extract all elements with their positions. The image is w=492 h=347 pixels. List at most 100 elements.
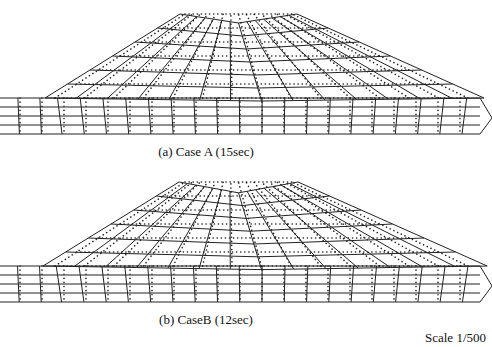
deformed-mesh-line (247, 191, 294, 269)
deformed-ground-line (18, 266, 20, 302)
initial-ground-line (129, 266, 131, 302)
figure-caption: (b) CaseB (12sec) (159, 313, 253, 326)
initial-ground-line (107, 98, 109, 134)
deformed-ground-line (462, 266, 468, 302)
initial-ground-line (217, 98, 219, 134)
deformed-mesh-line (45, 98, 484, 101)
deformed-mesh-line (290, 184, 456, 267)
deformed-mesh-line (107, 17, 197, 99)
mesh-case-a (0, 14, 492, 134)
deformed-ground-line (126, 98, 129, 134)
initial-ground-line (459, 98, 461, 134)
deformed-ground-line (239, 266, 241, 302)
deformed-ground-line (262, 98, 263, 134)
deformed-mesh-line (180, 14, 297, 23)
initial-ground-line (393, 98, 395, 134)
ground-end (480, 266, 492, 302)
initial-ground-line (239, 98, 241, 134)
deformed-ground-line (462, 98, 467, 134)
initial-ground-line (305, 98, 307, 134)
initial-ground-line (415, 98, 417, 134)
deformed-mesh-line (169, 19, 214, 100)
initial-ground-line (261, 266, 263, 302)
deformed-ground-line (440, 266, 445, 302)
initial-ground-line (393, 266, 395, 302)
initial-mesh-line (231, 182, 232, 266)
deformed-mesh-line (43, 182, 179, 266)
scale-note: Scale 1/500 (425, 331, 486, 344)
initial-ground-line (437, 98, 439, 134)
deformed-ground-line (216, 266, 217, 302)
initial-ground-line (151, 266, 153, 302)
deformed-mesh-line (298, 182, 487, 266)
deformed-mesh-line (239, 193, 262, 270)
initial-mesh-line (77, 251, 439, 253)
deformed-mesh-line (168, 188, 213, 268)
initial-ground-line (349, 98, 351, 134)
initial-ground-line (173, 98, 175, 134)
ground-end (480, 98, 492, 134)
initial-ground-line (173, 266, 175, 302)
initial-ground-line (85, 266, 87, 302)
deformed-mesh-line (297, 14, 484, 98)
deformed-ground-line (171, 266, 173, 302)
deformed-mesh-line (230, 22, 232, 101)
deformed-ground-line (395, 98, 398, 134)
deformed-ground-line (351, 266, 354, 302)
initial-ground-line (217, 266, 219, 302)
deformed-mesh-line (200, 20, 222, 100)
initial-ground-line (349, 266, 351, 302)
deformed-ground-line (217, 98, 218, 134)
initial-ground-line (63, 98, 65, 134)
initial-ground-line (151, 98, 153, 134)
initial-ground-line (195, 266, 197, 302)
deformed-mesh-line (247, 22, 293, 101)
deformed-ground-line (193, 266, 195, 302)
deformed-mesh-line (264, 188, 358, 268)
deformed-mesh-line (105, 185, 196, 267)
initial-mesh-line (239, 182, 262, 266)
deformed-mesh-line (45, 14, 180, 98)
deformed-ground-line (56, 266, 61, 302)
deformed-ground-line (396, 266, 400, 302)
deformed-mesh-line (281, 185, 423, 267)
deformed-mesh-line (137, 187, 205, 268)
deformed-mesh-line (272, 18, 389, 99)
deformed-ground-line (148, 266, 151, 302)
deformed-ground-line (102, 266, 106, 302)
initial-ground-line (459, 266, 461, 302)
mesh-case-b (0, 182, 492, 302)
deformed-ground-line (80, 98, 84, 134)
deformed-mesh-line (239, 23, 262, 101)
deformed-ground-line (40, 98, 42, 134)
deformed-ground-line (79, 266, 84, 302)
initial-mesh-line (120, 223, 380, 225)
initial-mesh-line (77, 83, 439, 85)
deformed-mesh-line (289, 15, 453, 98)
initial-ground-line (371, 266, 373, 302)
deformed-ground-line (125, 266, 129, 302)
deformed-ground-line (418, 98, 422, 134)
initial-ground-line (371, 98, 373, 134)
initial-ground-line (85, 98, 87, 134)
deformed-mesh-line (273, 187, 391, 268)
deformed-ground-line (329, 266, 331, 302)
deformed-mesh-line (179, 182, 298, 193)
initial-ground-line (63, 266, 65, 302)
deformed-ground-line (58, 98, 63, 134)
initial-ground-line (437, 266, 439, 302)
deformed-ground-line (148, 98, 151, 134)
deformed-mesh-line (199, 190, 221, 269)
initial-ground-line (261, 98, 263, 134)
initial-ground-line (415, 266, 417, 302)
initial-ground-line (305, 266, 307, 302)
deformed-mesh-line (76, 15, 188, 98)
initial-ground-line (327, 266, 329, 302)
deformed-ground-line (351, 98, 353, 134)
deformed-ground-line (373, 98, 376, 134)
deformed-ground-line (194, 98, 196, 134)
deformed-mesh-line (138, 18, 205, 99)
deformed-ground-line (329, 98, 331, 134)
deformed-ground-line (284, 266, 286, 302)
